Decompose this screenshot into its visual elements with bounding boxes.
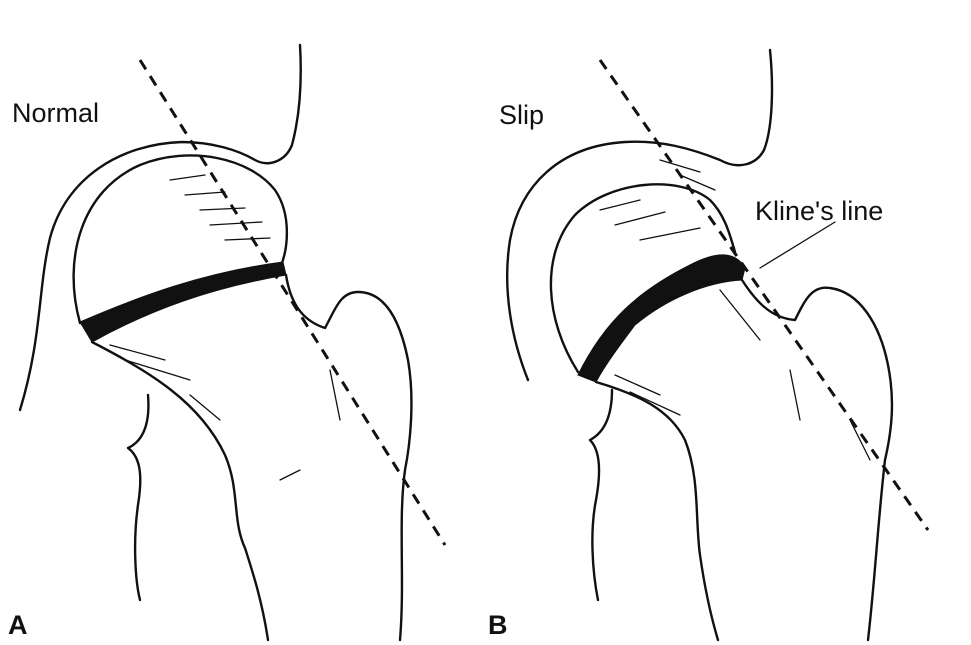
panel-a-normal: Normal A xyxy=(8,45,445,640)
panel-b-title: Slip xyxy=(499,100,544,130)
panel-a-letter: A xyxy=(8,610,28,640)
panel-a-head-hatching xyxy=(110,175,340,480)
klines-line-label: Kline's line xyxy=(755,196,883,226)
panel-a-lesser-trochanter xyxy=(128,395,148,600)
panel-a-klines-line xyxy=(140,60,445,545)
klines-line-leader xyxy=(760,222,835,268)
panel-a-title: Normal xyxy=(12,98,99,128)
panel-b-lesser-trochanter xyxy=(590,390,612,600)
panel-a-greater-trochanter xyxy=(286,275,411,640)
panel-b-letter: B xyxy=(488,610,508,640)
panel-b-physis xyxy=(578,255,745,382)
panel-b-femoral-neck xyxy=(596,382,718,640)
panel-b-slip: Kline's line Slip B xyxy=(488,50,928,640)
panel-b-acetabulum xyxy=(507,50,772,380)
panel-a-physis xyxy=(80,262,286,342)
panel-a-femoral-neck xyxy=(92,342,268,640)
